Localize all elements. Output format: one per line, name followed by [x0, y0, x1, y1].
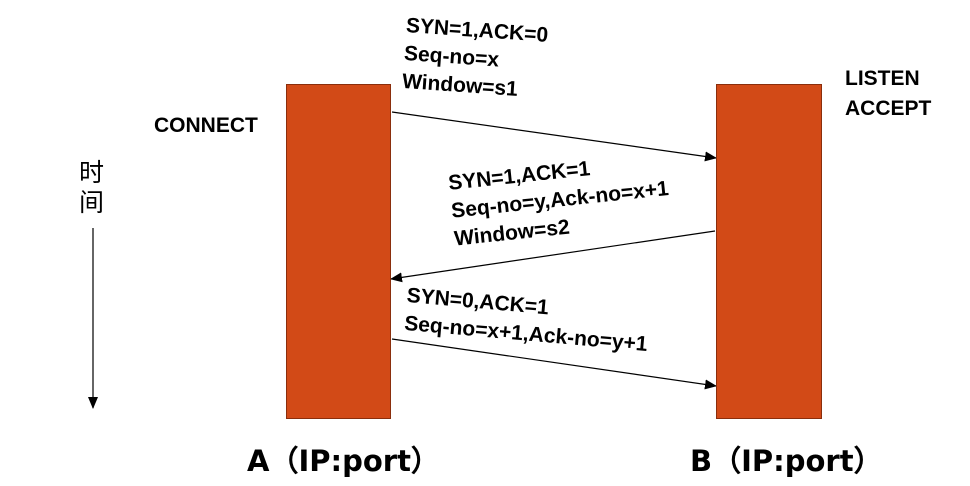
time-char-2: 间 — [79, 188, 105, 217]
time-axis-label: 时 间 — [79, 158, 104, 218]
endpoint-a-label: A（IP:port） — [247, 444, 440, 478]
message-2-arrow — [390, 230, 716, 283]
endpoint-b-label: B（IP:port） — [690, 444, 883, 478]
accept-label: ACCEPT — [845, 97, 932, 120]
message-3-arrow — [391, 338, 717, 390]
time-char-1: 时 — [79, 158, 105, 187]
message-1-label: SYN=1,ACK=0 Seq-no=x Window=s1 — [401, 12, 549, 106]
listen-accept-label: LISTEN ACCEPT — [845, 64, 931, 124]
message-1-arrow — [391, 111, 717, 162]
endpoint-a-lifeline — [286, 84, 391, 419]
connect-label: CONNECT — [154, 114, 258, 137]
listen-label: LISTEN — [845, 67, 920, 90]
endpoint-b-lifeline — [716, 84, 822, 419]
